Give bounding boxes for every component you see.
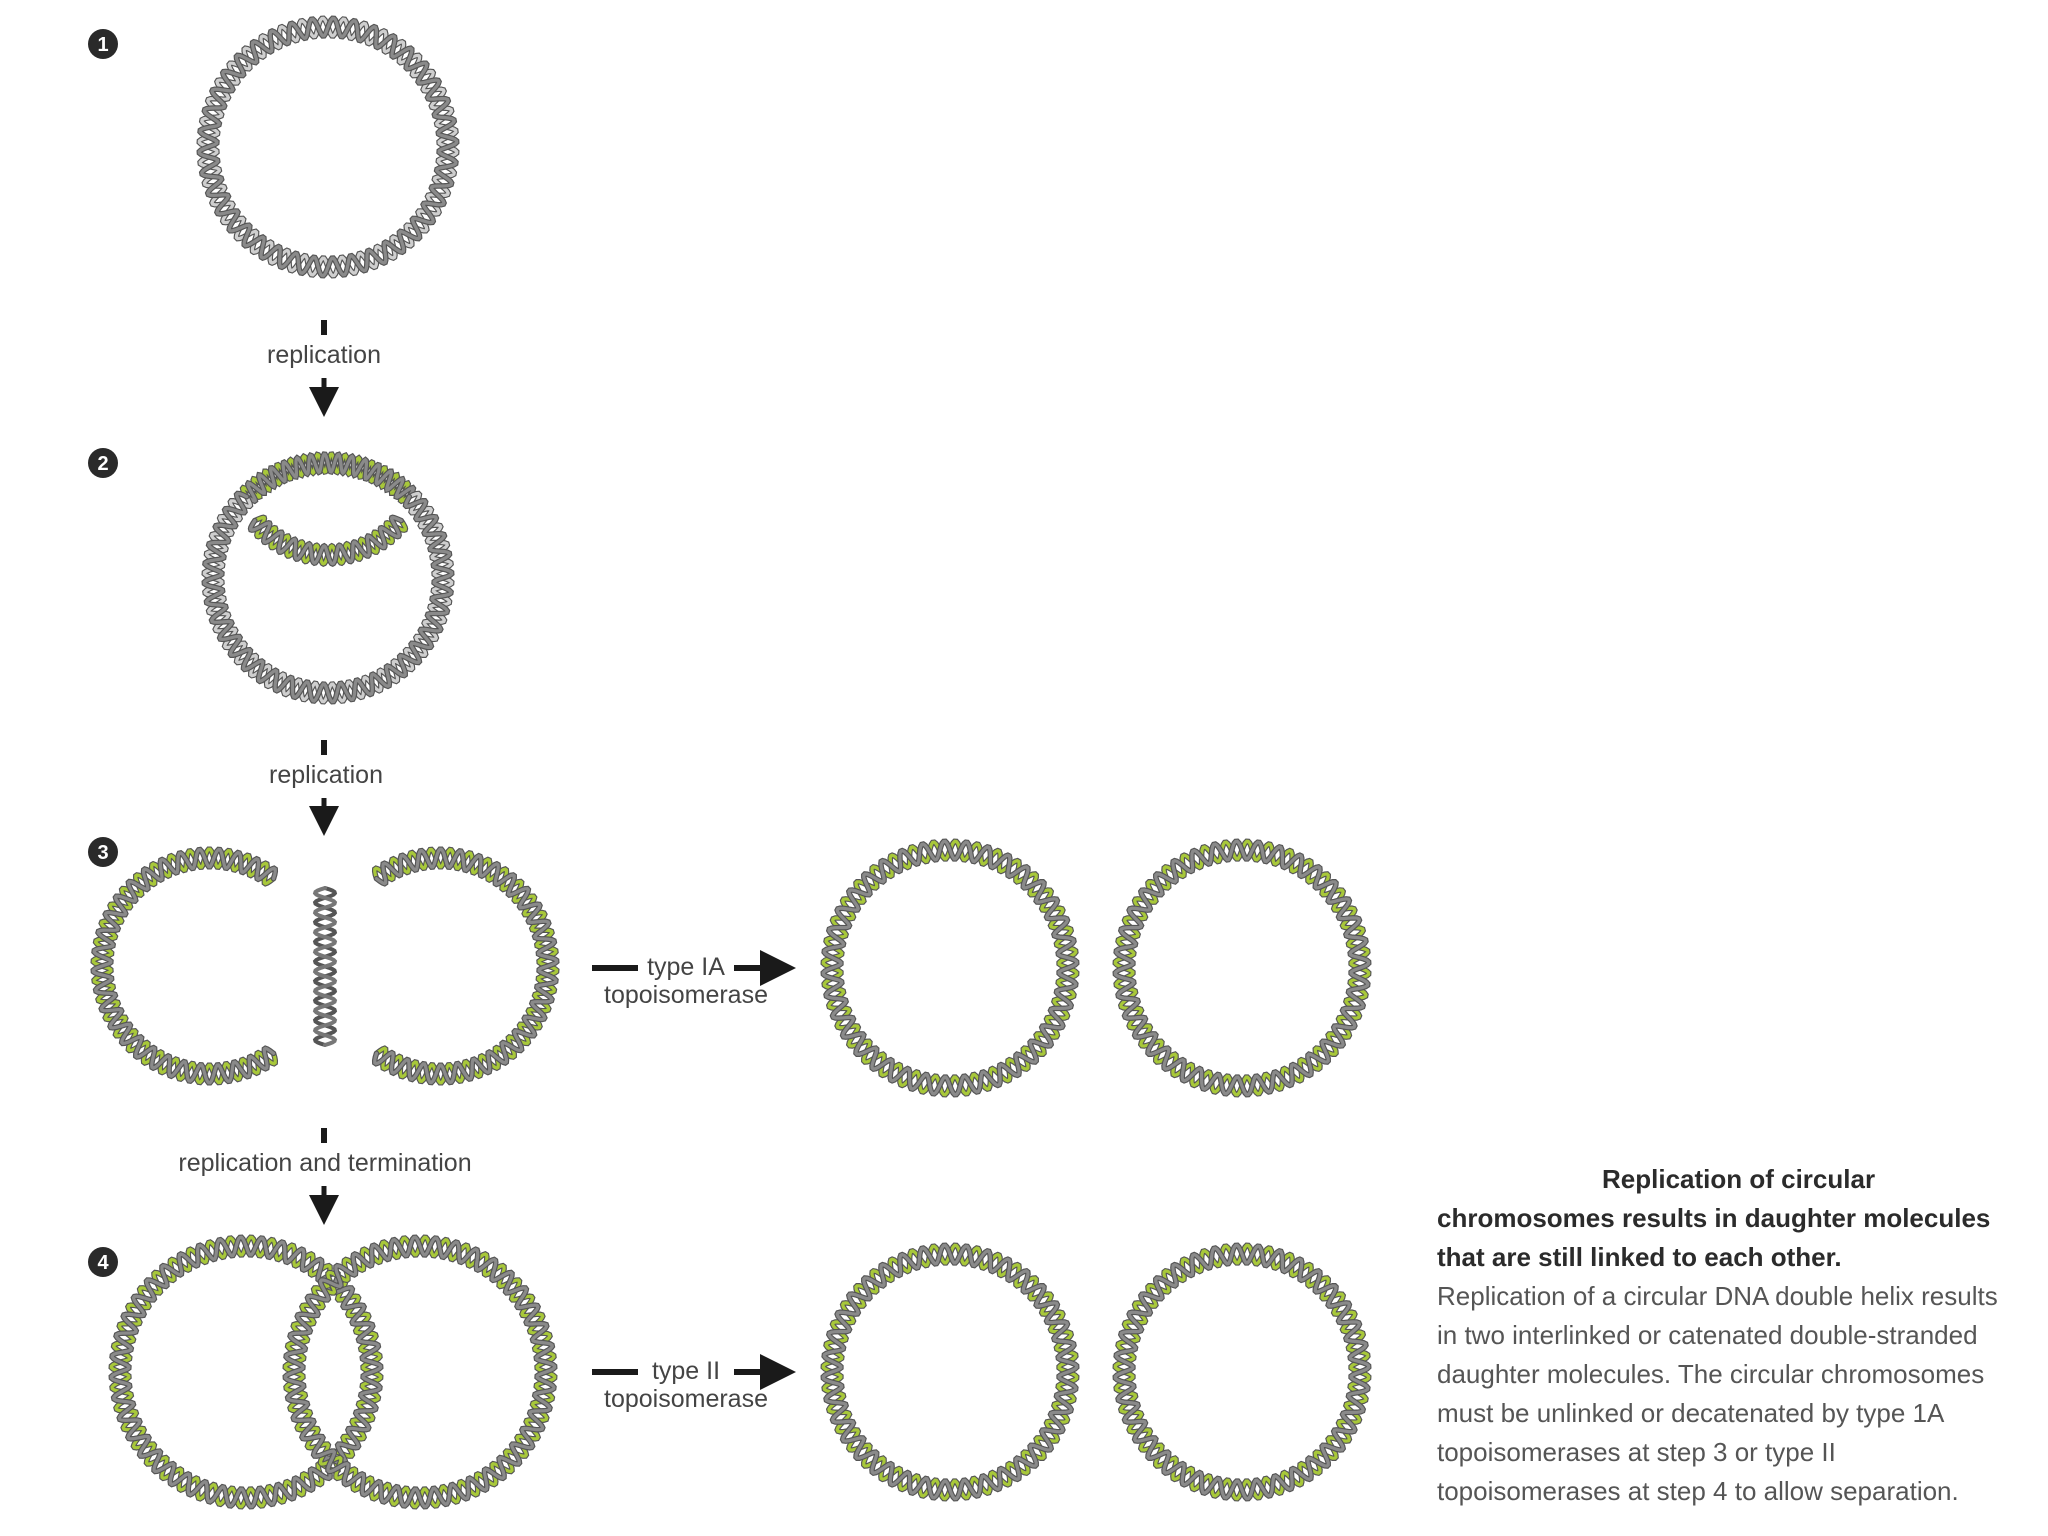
separated-daughter-2-step3 <box>1112 838 1372 1098</box>
type-ii-label: type II <box>652 1357 720 1385</box>
step-badge-1: 1 <box>88 29 118 59</box>
step-badge-2: 2 <box>88 448 118 478</box>
separated-daughter-1-step4 <box>820 1242 1080 1502</box>
type-ii-topoisomerase-arrow: type II topoisomerase <box>592 1354 796 1413</box>
caption-body: Replication of a circular DNA double hel… <box>1437 1281 1998 1506</box>
type-ia-topoisomerase-label: topoisomerase <box>604 981 768 1009</box>
replicating-theta-dna <box>201 451 455 705</box>
step-number-1: 1 <box>97 34 108 56</box>
step-number-4: 4 <box>97 1252 109 1274</box>
replication-arrow-1: replication <box>267 320 381 417</box>
caption-title: Replication of circular chromosomes resu… <box>1437 1164 1991 1272</box>
replication-termination-arrow: replication and termination <box>178 1128 472 1225</box>
type-ii-topoisomerase-label: topoisomerase <box>604 1385 768 1413</box>
late-replication-right-loop <box>371 846 560 1086</box>
step-number-2: 2 <box>97 453 108 475</box>
step-badge-4: 4 <box>88 1247 118 1277</box>
parental-circular-dna <box>196 15 460 279</box>
replication-termination-label: replication and termination <box>178 1149 471 1177</box>
replication-label-1: replication <box>267 341 381 369</box>
intertwined-helix-junction <box>312 886 338 1047</box>
step-badge-3: 3 <box>88 837 118 867</box>
late-replication-left-loop <box>90 846 279 1086</box>
replication-arrow-2: replication <box>269 740 383 836</box>
type-ia-topoisomerase-arrow: type IA topoisomerase <box>592 950 796 1009</box>
type-ia-label: type IA <box>647 953 725 981</box>
separated-daughter-2-step4 <box>1112 1242 1372 1502</box>
catenated-circle-right <box>282 1234 558 1510</box>
replication-label-2: replication <box>269 761 383 789</box>
catenated-circle-left <box>108 1234 384 1510</box>
separated-daughter-1-step3 <box>820 838 1080 1098</box>
figure-caption: Replication of circular chromosomes resu… <box>1437 1160 2017 1511</box>
step-number-3: 3 <box>97 842 108 864</box>
